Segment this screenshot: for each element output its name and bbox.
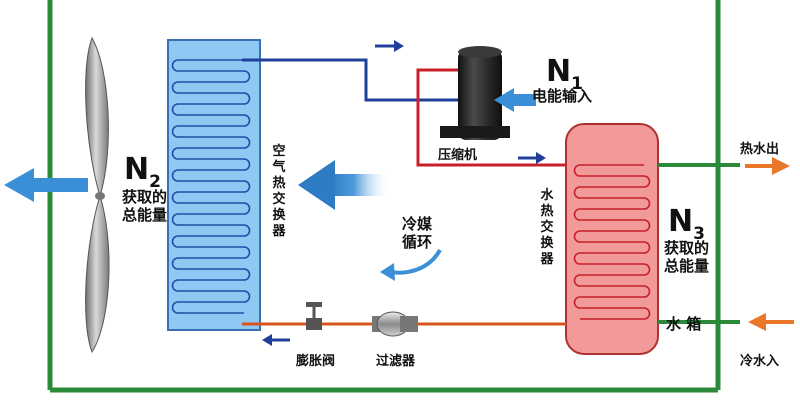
refrigerant-cycle-arrow: [380, 248, 442, 281]
hot-water-out-label: 热水出: [740, 142, 780, 157]
hot-water-arrow: [745, 157, 790, 175]
intake-air-arrow: [298, 160, 390, 210]
refrigerant-label-line1: 冷媒: [402, 215, 433, 233]
expansion-valve-icon: [306, 302, 322, 330]
filter-label: 过滤器: [376, 354, 416, 369]
water-tank-label: 水 箱: [666, 315, 702, 333]
n2-label: N2: [124, 152, 161, 192]
n2-desc-line2: 总能量: [122, 206, 168, 224]
flow-arrow-top: [375, 40, 404, 52]
fan-icon: [85, 36, 110, 354]
refrigerant-label-line2: 循环: [402, 233, 433, 251]
air-heat-exchanger-label: 空气热交换器: [272, 144, 286, 239]
flow-arrow-bottom: [262, 334, 290, 346]
power-input-arrow: [494, 88, 536, 112]
n3-label: N3: [668, 204, 705, 244]
air-heat-exchanger: [167, 39, 261, 331]
filter-icon: [372, 311, 418, 337]
expansion-valve-label: 膨胀阀: [296, 354, 336, 369]
compressor-label: 压缩机: [438, 148, 478, 163]
cold-water-arrow: [748, 313, 794, 331]
n3-desc-line1: 获取的: [664, 239, 710, 257]
compressor-icon: [440, 46, 510, 140]
discharge-pipe: [416, 68, 620, 167]
water-tank: [565, 123, 659, 355]
n2-desc-line1: 获取的: [122, 188, 168, 206]
exhaust-air-arrow: [4, 168, 88, 202]
n1-label: N1: [546, 54, 583, 94]
water-heat-exchanger-label: 水热交换器: [540, 188, 554, 267]
n3-desc-line2: 总能量: [664, 257, 710, 275]
cold-water-in-label: 冷水入: [740, 354, 780, 369]
unit-frame: [47, 0, 721, 393]
flow-arrow-discharge: [518, 152, 546, 164]
power-input-label: 电能输入: [532, 87, 593, 105]
suction-pipe: [242, 58, 458, 102]
